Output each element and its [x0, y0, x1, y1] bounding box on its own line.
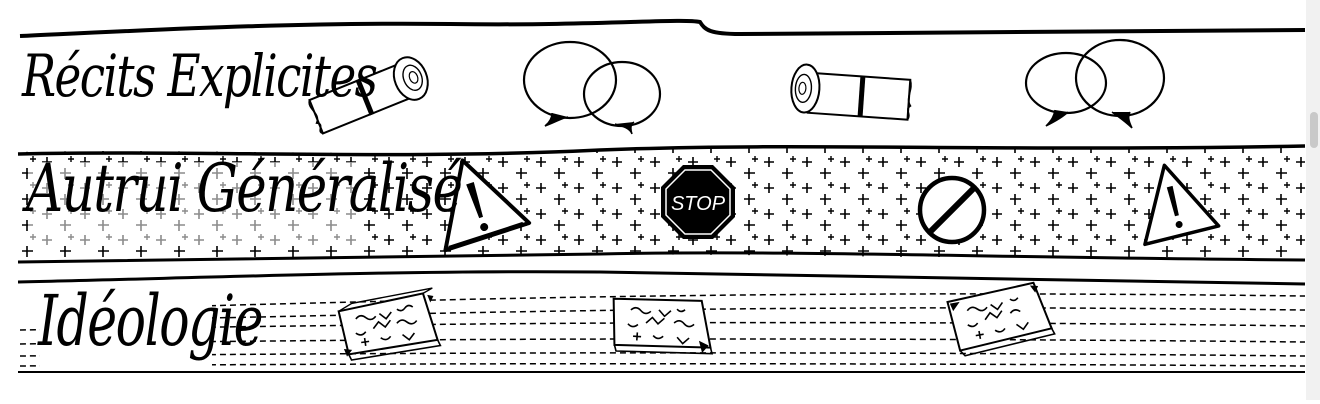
- top-border-line: [19, 18, 1306, 38]
- separator-bottom-band2: [17, 251, 1306, 264]
- ideologie-label-backdrop: [40, 284, 212, 370]
- speech-bubbles-icon: [522, 40, 662, 135]
- symbol-tablet-icon: [612, 297, 714, 355]
- vertical-scrollbar[interactable]: [1306, 0, 1320, 400]
- warning-triangle-icon: [443, 158, 532, 253]
- separator-top-band2: [17, 144, 1306, 157]
- stop-sign-icon: STOP: [661, 165, 735, 239]
- scroll-icon: [790, 63, 912, 121]
- warning-triangle-icon: [1143, 163, 1221, 247]
- separator-top-band3: [17, 270, 1306, 286]
- scroll-icon: [308, 56, 429, 135]
- band-label-recits-explicites: Récits Explicites: [22, 42, 378, 110]
- band-label-autrui-generalise: Autrui Généralisé: [26, 150, 463, 227]
- band-label-ideologie: Idéologie: [38, 280, 263, 362]
- symbol-tablet-icon: [337, 287, 442, 361]
- symbol-tablet-icon: [946, 281, 1056, 357]
- scrollbar-thumb[interactable]: [1310, 112, 1318, 148]
- speech-bubbles-icon: [1024, 38, 1166, 129]
- bottom-border-line: [17, 370, 1306, 373]
- autrui-label-backdrop: [28, 162, 358, 246]
- prohibited-sign-icon: [917, 175, 987, 245]
- stop-sign-text: STOP: [671, 193, 726, 215]
